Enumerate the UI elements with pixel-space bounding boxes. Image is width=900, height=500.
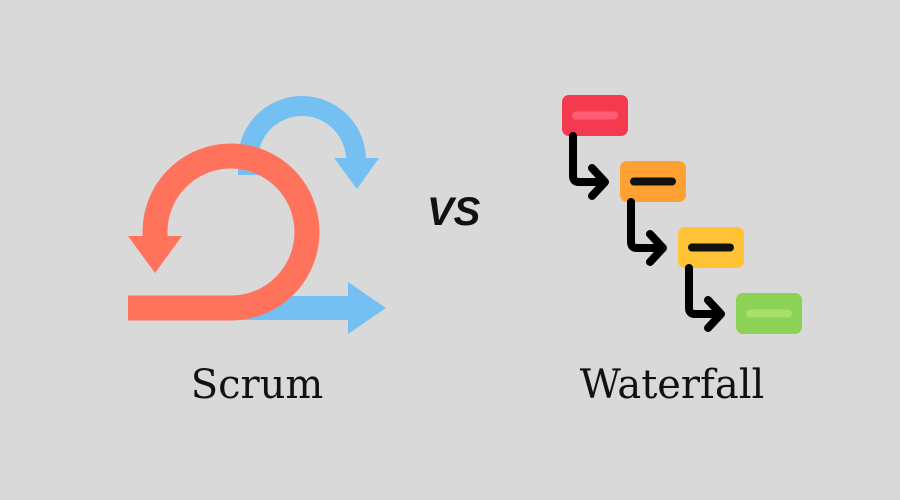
- blue-loop-arrow: [238, 96, 379, 189]
- connector-arrow-icon: [569, 132, 609, 200]
- connector-arrow-icon: [627, 198, 667, 266]
- waterfall-icon: [562, 95, 802, 334]
- scrum-label: Scrum: [190, 362, 324, 408]
- connector-arrow-icon: [685, 264, 725, 332]
- vs-label: VS: [427, 190, 481, 234]
- waterfall-label: Waterfall: [579, 362, 765, 408]
- scrum-icon: [128, 96, 386, 334]
- red-cycle-arrow: [128, 143, 320, 321]
